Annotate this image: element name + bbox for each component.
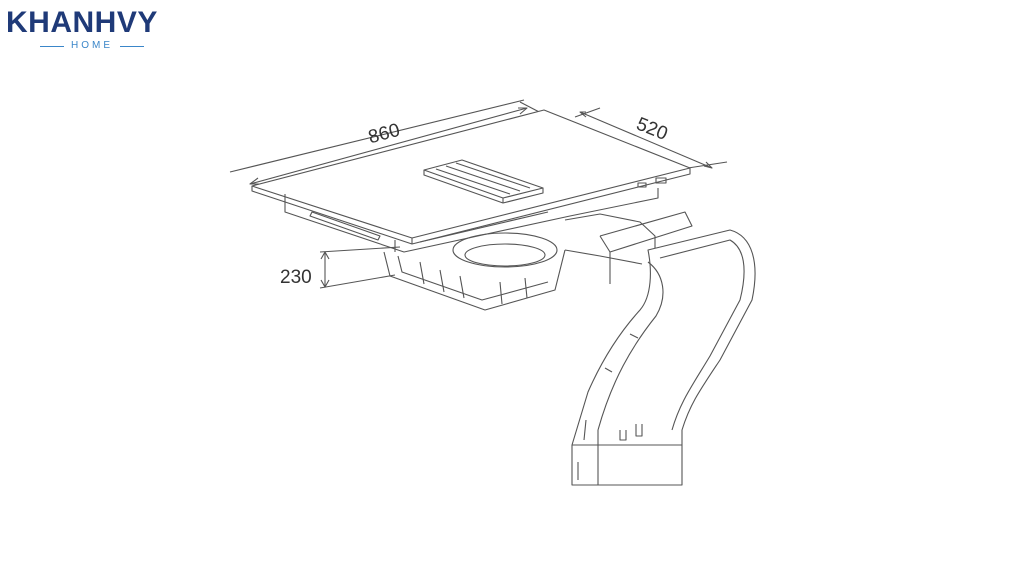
dim-height-extension-top: [319, 246, 401, 253]
dim-width-extension-left: [229, 99, 525, 173]
motor-box-inner: [397, 255, 549, 301]
dim-width-arrow-left: [249, 177, 259, 185]
duct-clip-2: [583, 419, 587, 441]
control-mark-1: [655, 177, 667, 184]
duct-outline: [571, 229, 756, 486]
duct-tab-2: [635, 424, 643, 437]
brand-tagline: HOME: [71, 40, 113, 51]
duct-clip-3: [604, 367, 613, 373]
dimension-height: 230: [280, 246, 401, 289]
vent-slot-2: [445, 165, 521, 192]
motor-rib-2: [439, 269, 445, 293]
control-mark-2: [637, 182, 647, 188]
control-marks: [637, 177, 667, 188]
dim-depth-line: [579, 111, 713, 169]
duct-tab-1: [619, 430, 627, 441]
dim-width-arrow-right: [518, 107, 528, 115]
dimension-depth-label: 520: [633, 114, 670, 145]
brand-tagline-wrap: HOME: [40, 40, 144, 52]
dimension-depth: 520: [574, 107, 728, 169]
dimension-width: 860: [229, 99, 546, 185]
dim-depth-extension-back: [574, 107, 601, 118]
vent-slot-1: [435, 168, 511, 195]
dim-height-extension-bottom: [319, 274, 396, 289]
downdraft-vent: [423, 159, 544, 204]
motor-rib-1: [419, 261, 425, 285]
dim-depth-arrow-back: [579, 111, 587, 118]
dim-width-line: [249, 107, 528, 185]
dim-height-arrow-bottom: [320, 279, 330, 288]
duct: [571, 229, 756, 486]
body-rail: [419, 211, 549, 243]
brand-logo: KHANHVY HOME: [6, 6, 206, 52]
dimension-height-label: 230: [280, 267, 312, 288]
dim-depth-extension-front: [687, 161, 728, 169]
motor-rib-5: [524, 277, 528, 299]
duct-clip-4: [629, 333, 639, 339]
motor-rib-3: [459, 275, 465, 299]
vent-slot-3: [455, 162, 531, 189]
tagline-rule-left: [40, 46, 64, 47]
outlet-frame: [599, 211, 693, 253]
dim-height-arrow-top: [320, 251, 330, 260]
motor-rib-4: [499, 281, 503, 305]
motor-box: [383, 232, 566, 311]
body-slot-left: [309, 211, 381, 241]
fan-housing-inner: [464, 243, 546, 267]
duct-inner-front: [597, 261, 664, 431]
fan-housing: [452, 232, 558, 268]
outlet-bottom: [564, 249, 643, 265]
tagline-rule-right: [120, 46, 144, 47]
side-outlet: [564, 211, 693, 284]
duct-inner-back: [659, 239, 745, 431]
dim-depth-arrow-front: [703, 161, 713, 169]
outlet-top: [564, 213, 656, 260]
motor-box-outline: [383, 249, 566, 311]
brand-name: KHANHVY: [6, 6, 158, 39]
